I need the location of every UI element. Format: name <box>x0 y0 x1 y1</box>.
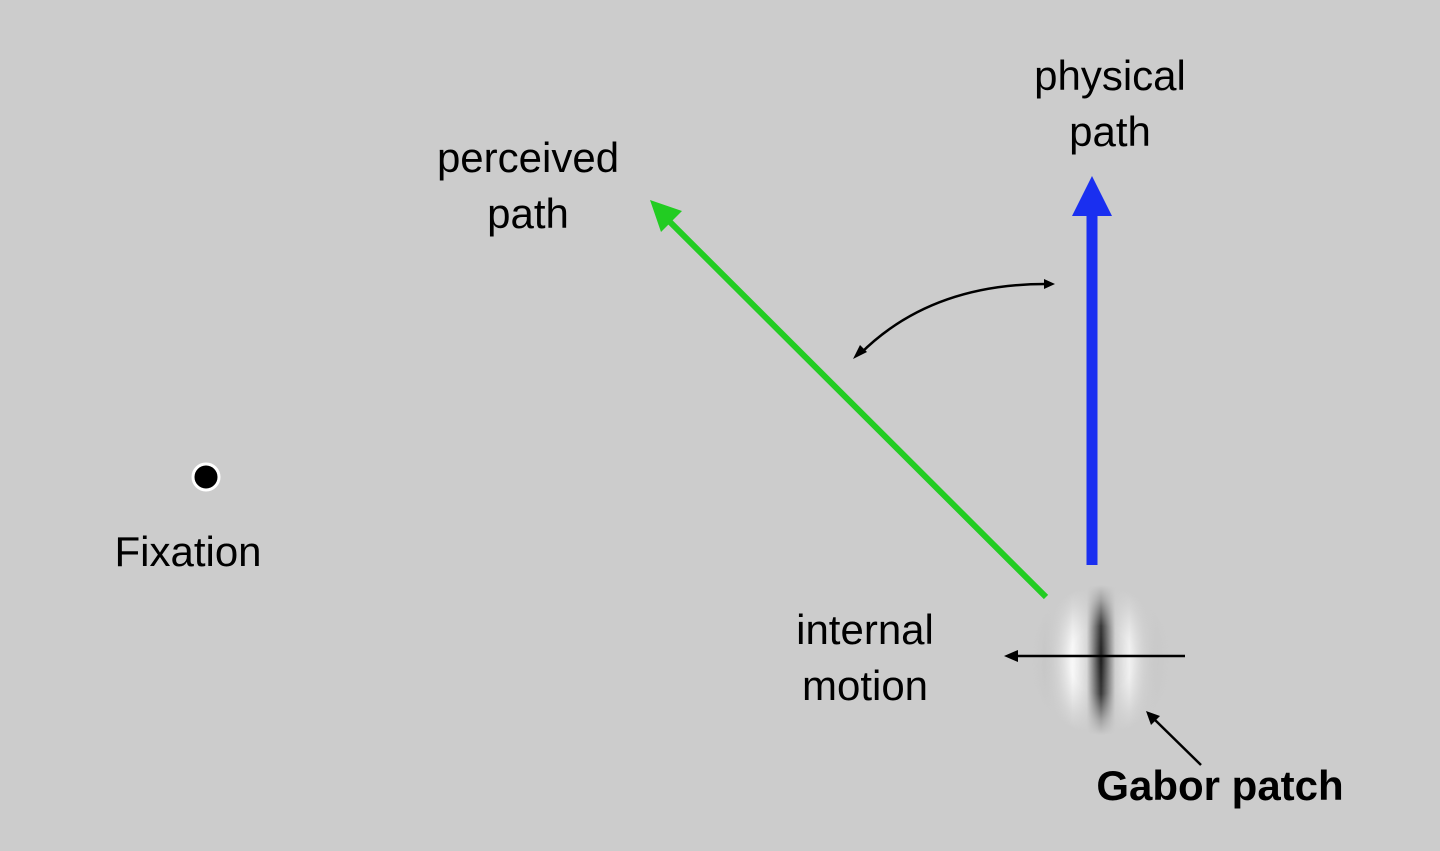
fixation-label-text: Fixation <box>114 528 262 575</box>
physical-path-label-line2: path <box>1069 108 1151 155</box>
perceived-path-arrow <box>650 200 1049 600</box>
gabor-patch-label: Gabor patch <box>1070 758 1370 814</box>
physical-path-label-line1: physical <box>1034 52 1186 99</box>
physical-path-arrow <box>1072 176 1112 565</box>
perceived-path-label-line2: path <box>487 190 569 237</box>
physical-path-label: physical path <box>1010 48 1210 160</box>
arrow-left-icon <box>1004 650 1185 662</box>
pointer-arrow-icon <box>1146 711 1202 766</box>
gabor-patch-label-text: Gabor patch <box>1096 762 1344 809</box>
perceived-path-label-line1: perceived <box>436 134 620 181</box>
fixation-dot-icon <box>191 462 221 492</box>
perceived-path-label: perceived path <box>418 130 638 242</box>
internal-motion-label-line1: internal <box>796 606 934 653</box>
gabor-patch-icon <box>1030 585 1172 735</box>
internal-motion-label: internal motion <box>770 602 960 714</box>
fixation-label: Fixation <box>98 524 278 580</box>
double-headed-curved-arrow-icon <box>853 279 1055 359</box>
internal-motion-label-line2: motion <box>801 662 929 709</box>
